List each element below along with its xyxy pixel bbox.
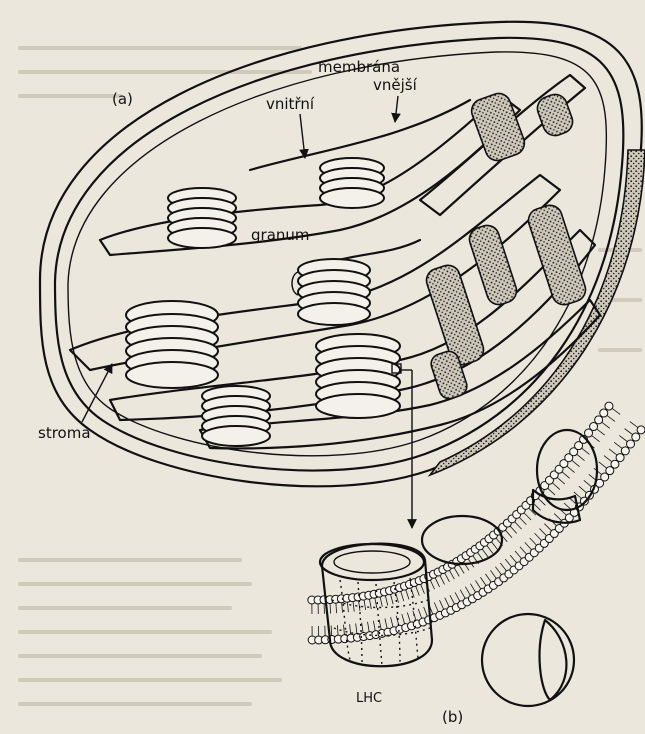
lipid-head (595, 416, 603, 424)
lipid-head (637, 426, 645, 434)
lipid-head (605, 402, 613, 410)
granum-label: granum (251, 226, 310, 244)
stroma-label: stroma (38, 424, 91, 442)
granum-stack-5 (316, 334, 400, 418)
outer-membrane-pointer (395, 96, 398, 122)
inner-membrane-label: vnitřní (266, 95, 315, 113)
outer-membrane-label: vnější (373, 76, 418, 94)
panel-b-label: (b) (442, 708, 463, 726)
granum-stack-6 (202, 386, 270, 446)
granum-stack-2 (320, 158, 384, 208)
granum-stack-1 (168, 188, 236, 248)
lipid-head (621, 447, 629, 455)
panel-a-label: (a) (112, 90, 133, 108)
granum-stack-3 (298, 259, 370, 325)
lipid-bilayer (308, 402, 645, 644)
grana-stacks (126, 158, 400, 446)
shaded-grana (423, 90, 588, 401)
lhc-label: LHC (356, 691, 382, 706)
inner-membrane-pointer (300, 114, 305, 158)
membrane-label: membrána (318, 58, 400, 76)
lipid-head (627, 440, 635, 448)
lipid-head (616, 454, 624, 462)
lipid-head (600, 409, 608, 417)
stroma-pointer (82, 364, 112, 422)
lipid-head (632, 433, 640, 441)
granum-stack-4 (126, 301, 218, 388)
